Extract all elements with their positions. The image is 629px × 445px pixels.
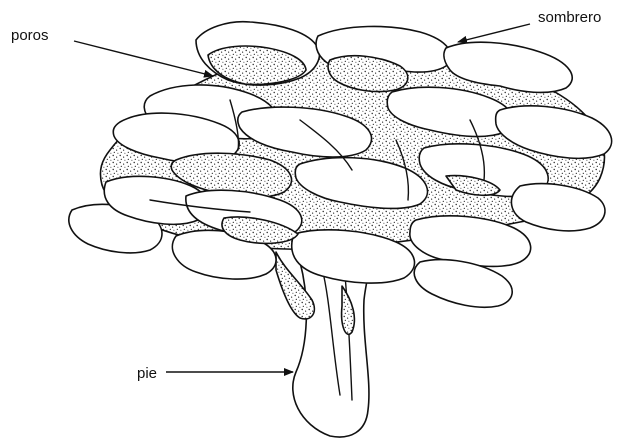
poros-arrow [74, 41, 213, 76]
label-poros: poros [11, 28, 49, 43]
cap [69, 22, 612, 308]
label-pie: pie [137, 366, 157, 381]
sombrero-arrow [458, 24, 530, 42]
label-sombrero: sombrero [538, 10, 601, 25]
